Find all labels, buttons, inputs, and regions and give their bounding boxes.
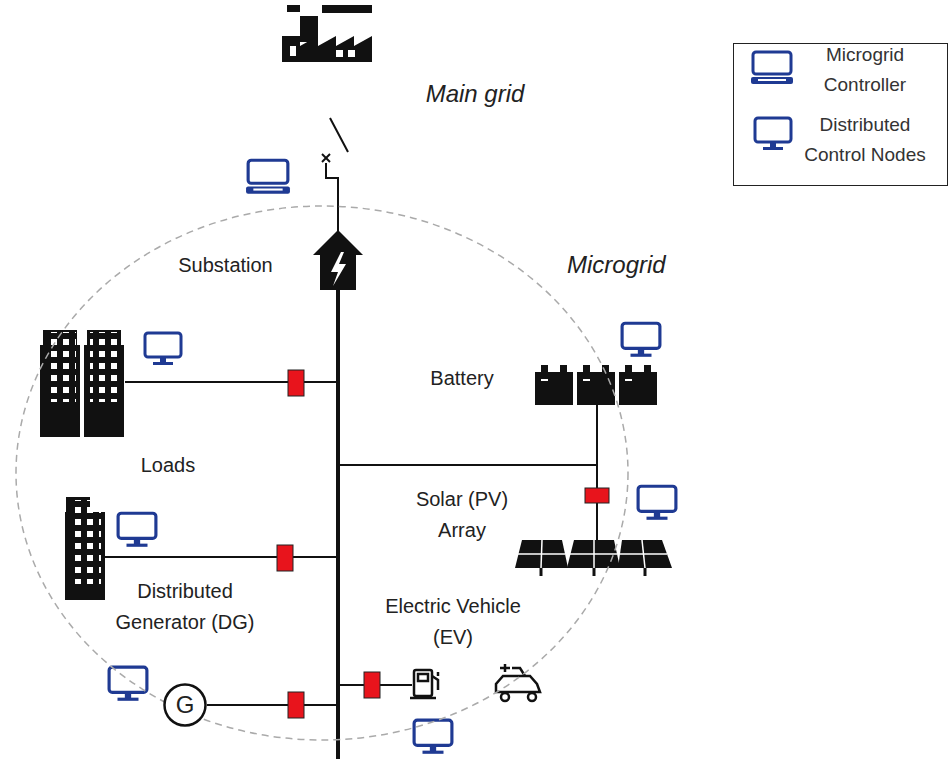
breaker-switch	[322, 118, 348, 232]
main-bus	[336, 290, 340, 759]
building-icon	[40, 330, 124, 600]
control-node-icon	[145, 333, 181, 365]
generator-circle: G	[163, 683, 207, 727]
solar-panel-icon	[515, 540, 672, 576]
feeder-lines	[105, 382, 597, 705]
component-label: Solar (PV) Array	[410, 484, 514, 546]
component-label: Battery	[412, 363, 512, 394]
factory-icon	[282, 5, 372, 62]
legend-text: Microgrid Controller	[790, 40, 940, 100]
region-title: Microgrid	[567, 251, 666, 279]
boundary-outline	[15, 205, 629, 741]
microgrid-boundary: MicrogridG	[15, 205, 629, 741]
breaker-box	[277, 370, 609, 718]
component-label: Main grid	[405, 78, 545, 109]
control-node-icon	[109, 667, 147, 701]
component-label: Distributed Generator (DG)	[112, 576, 258, 638]
microgrid-controller-icon	[246, 160, 290, 193]
control-node-icon	[622, 323, 660, 357]
node-icon	[751, 116, 797, 154]
component-label: Electric Vehicle (EV)	[384, 591, 522, 653]
battery-icon	[535, 365, 657, 405]
legend-text: Distributed Control Nodes	[790, 110, 940, 170]
control-node-icon	[118, 513, 156, 547]
generator-symbol: G	[176, 693, 195, 717]
component-label: Substation	[158, 250, 293, 281]
controller-icon	[750, 50, 796, 88]
ev-car-icon	[496, 664, 540, 701]
control-node-icon	[638, 486, 676, 520]
component-label: Loads	[128, 450, 208, 481]
ev-charger-icon	[410, 670, 438, 698]
substation-icon	[313, 230, 363, 290]
